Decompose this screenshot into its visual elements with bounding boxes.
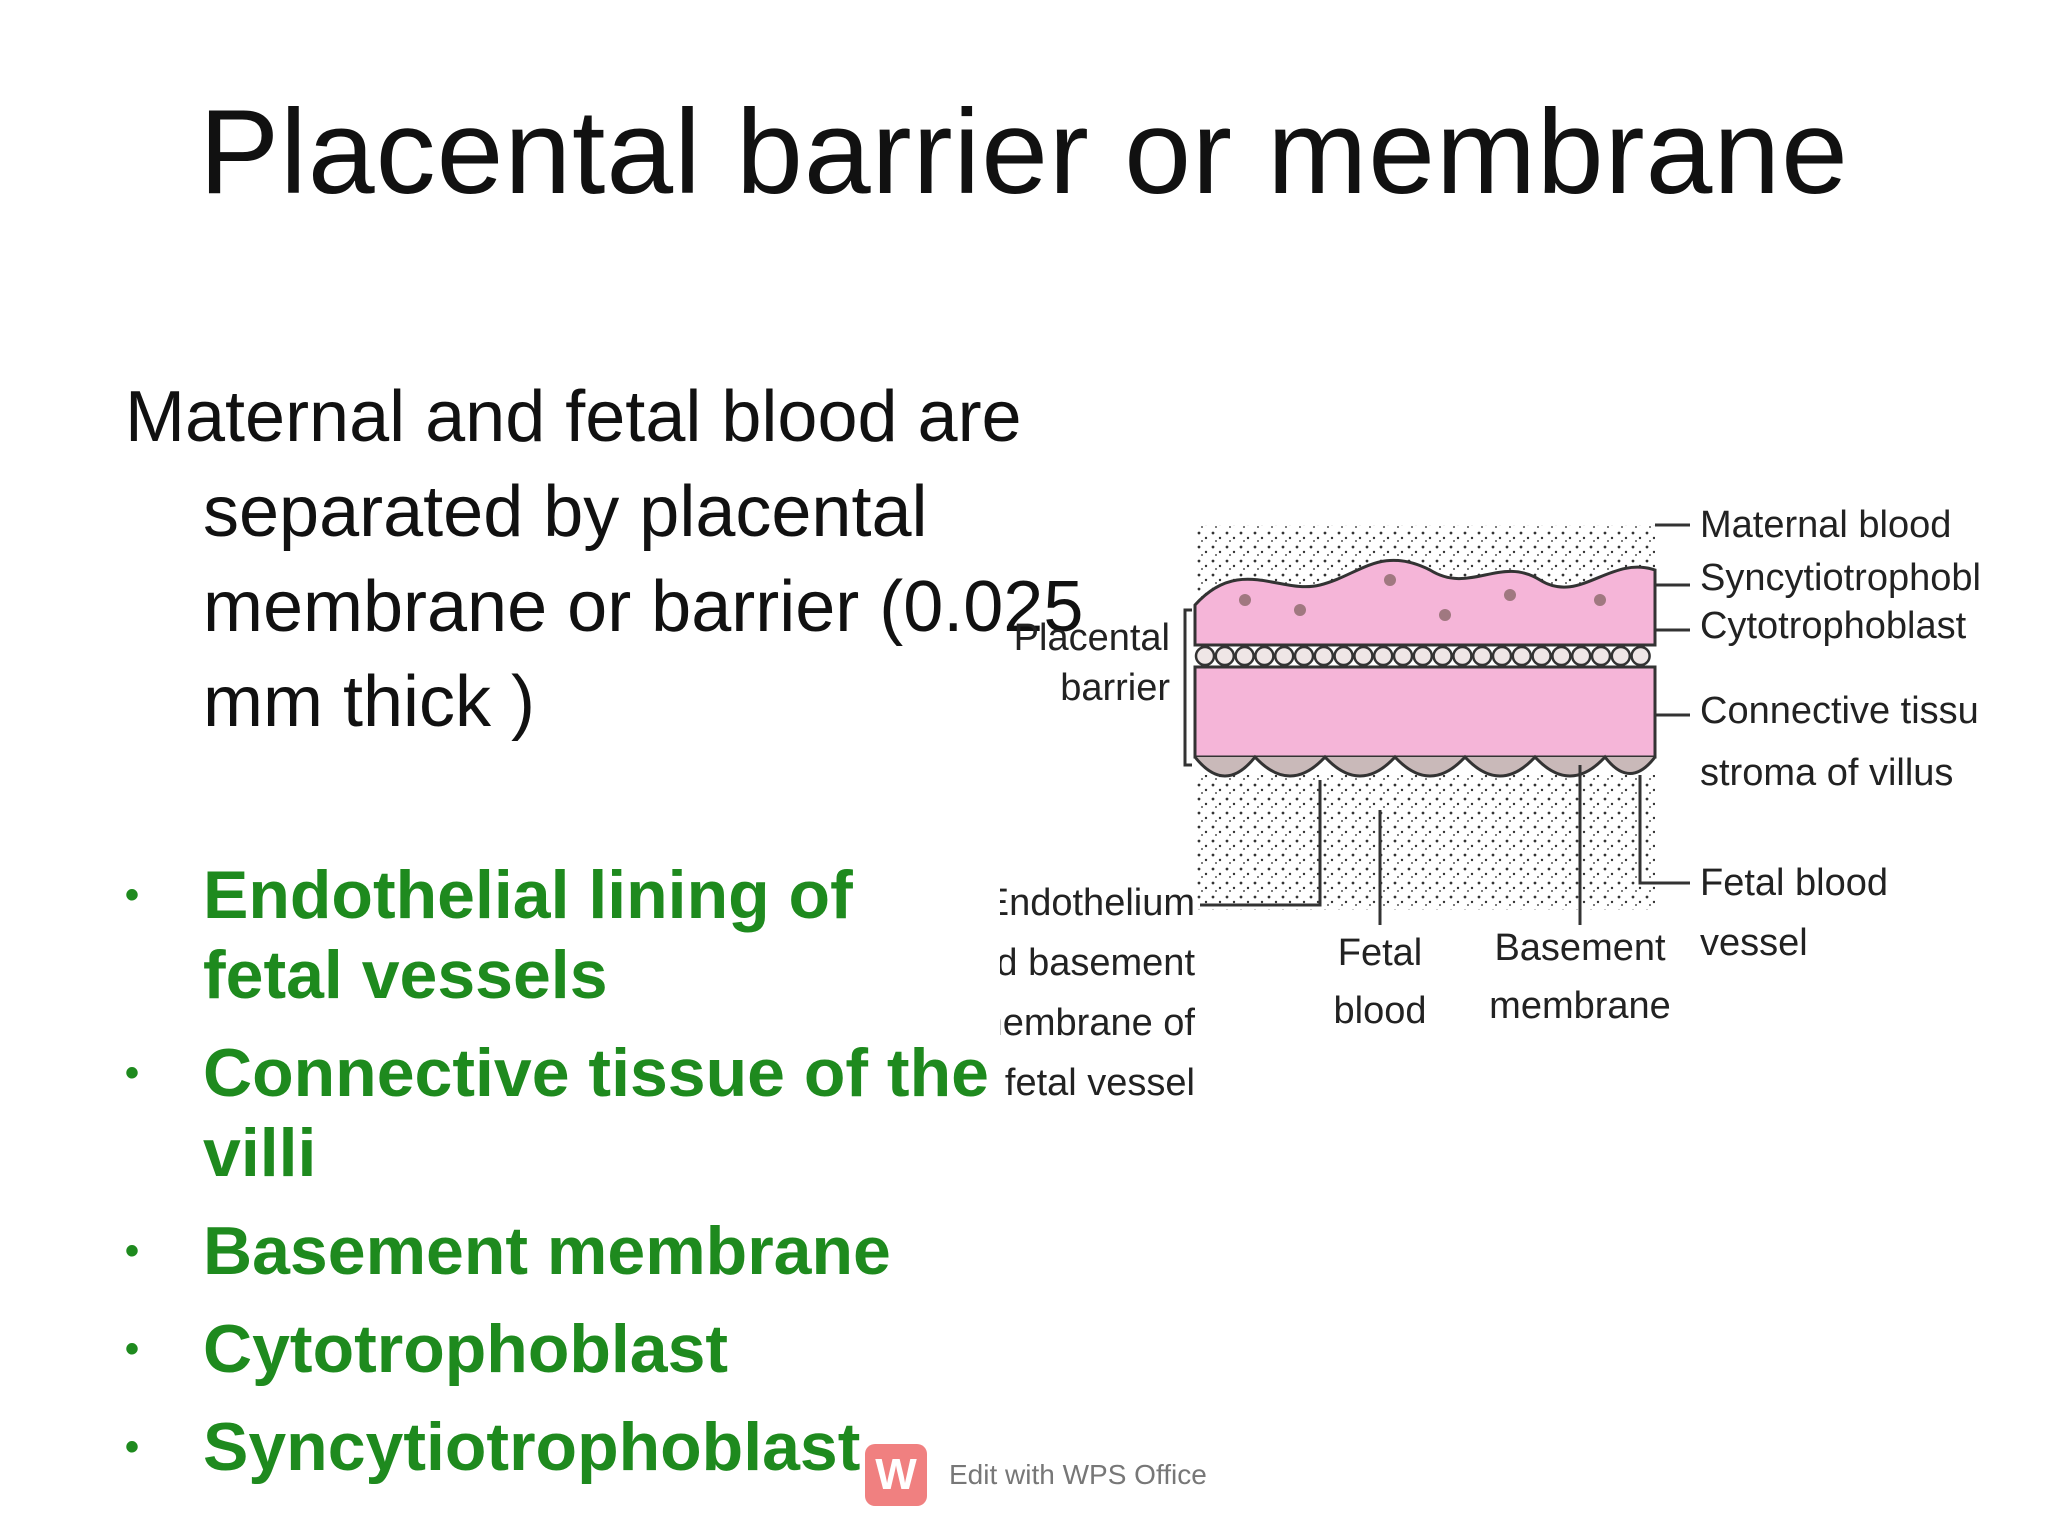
cytotrophoblast-cell xyxy=(1590,645,1612,667)
wps-logo-icon: W xyxy=(865,1444,927,1506)
bullet-icon: • xyxy=(125,1425,140,1469)
bullet-item: • Syncytiotrophoblast xyxy=(125,1407,1005,1487)
wps-watermark[interactable]: W Edit with WPS Office xyxy=(865,1440,1207,1510)
bullet-item: • Connective tissue of the villi xyxy=(125,1033,1005,1193)
intro-text: Maternal and fetal blood are separated b… xyxy=(125,377,1084,742)
bullet-icon: • xyxy=(125,1229,140,1273)
nucleus xyxy=(1504,589,1516,601)
bottom-label: membrane xyxy=(1489,985,1671,1027)
nucleus xyxy=(1294,604,1306,616)
cytotrophoblast-cell xyxy=(1471,645,1493,667)
leader-line xyxy=(1200,780,1322,907)
cytotrophoblast-cell xyxy=(1412,645,1434,667)
syncytiotrophoblast-layer xyxy=(1193,558,1657,647)
barrier-bracket xyxy=(1183,608,1192,767)
right-label: Fetal blood xyxy=(1700,862,1888,904)
cytotrophoblast-cell xyxy=(1313,645,1335,667)
bullet-icon: • xyxy=(125,1051,140,1095)
nucleus xyxy=(1439,609,1451,621)
leader-line xyxy=(1638,775,1690,885)
cytotrophoblast-cell xyxy=(1392,645,1414,667)
right-label: vessel xyxy=(1700,922,1808,964)
bullet-text: Syncytiotrophoblast xyxy=(203,1409,861,1485)
bottom-label: Fetal xyxy=(1338,932,1422,974)
cytotrophoblast-cell xyxy=(1531,645,1552,667)
bullet-list: • Endothelial lining of fetal vessels • Co… xyxy=(125,855,1005,1505)
fetal-blood-area xyxy=(1195,775,1655,910)
placental-barrier-diagram: Placental barrier Maternal blood Syncyti… xyxy=(1000,504,1980,1104)
cytotrophoblast-cell xyxy=(1214,645,1236,667)
bullet-text: Connective tissue of the villi xyxy=(203,1035,989,1191)
bottom-label: Basement xyxy=(1494,927,1666,969)
cytotrophoblast-cell xyxy=(1551,645,1572,667)
bottom-label: membrane of xyxy=(1000,1002,1195,1044)
cytotrophoblast-cell xyxy=(1491,645,1513,667)
cytotrophoblast-cell xyxy=(1452,645,1473,667)
right-label: Connective tissue xyxy=(1700,690,1980,732)
left-label: Placental xyxy=(1014,617,1170,659)
cytotrophoblast-cell xyxy=(1194,645,1216,667)
bottom-label: blood xyxy=(1334,990,1427,1032)
bullet-item: • Endothelial lining of fetal vessels xyxy=(125,855,1005,1015)
cytotrophoblast-cell xyxy=(1293,645,1315,667)
cytotrophoblast-cell xyxy=(1610,645,1632,667)
connective-tissue-layer xyxy=(1193,665,1657,759)
right-label: Maternal blood xyxy=(1700,504,1951,546)
cytotrophoblast-cell xyxy=(1353,645,1374,667)
wps-watermark-text: Edit with WPS Office xyxy=(949,1459,1207,1490)
right-label: Syncytiotrophoblast xyxy=(1700,557,1980,599)
cytotrophoblast-cell xyxy=(1372,645,1394,667)
bottom-label: Endothelium xyxy=(1000,882,1195,924)
bullet-icon: • xyxy=(125,873,140,917)
left-label: barrier xyxy=(1060,667,1170,709)
bullet-text: Cytotrophoblast xyxy=(203,1311,729,1387)
cytotrophoblast-cell xyxy=(1511,645,1533,667)
cytotrophoblast-cell xyxy=(1630,645,1651,667)
bullet-item: • Cytotrophoblast xyxy=(125,1309,1005,1389)
cytotrophoblast-cell xyxy=(1570,645,1592,667)
bullet-text: Basement membrane xyxy=(203,1213,891,1289)
bullet-text: Endothelial lining of fetal vessels xyxy=(203,857,853,1013)
bullet-icon: • xyxy=(125,1327,140,1371)
nucleus xyxy=(1384,574,1396,586)
endothelium-layer xyxy=(1193,754,1657,778)
right-label: Cytotrophoblast xyxy=(1700,605,1967,647)
nucleus xyxy=(1239,594,1251,606)
bottom-label: and basement xyxy=(1000,942,1195,984)
nucleus xyxy=(1594,594,1606,606)
bottom-label: fetal vessel xyxy=(1005,1062,1195,1104)
cytotrophoblast-cell xyxy=(1254,645,1275,667)
slide-title: Placental barrier or membrane xyxy=(199,85,1849,219)
bullet-item: • Basement membrane xyxy=(125,1211,1005,1291)
cytotrophoblast-row xyxy=(1194,645,1651,667)
cytotrophoblast-cell xyxy=(1234,645,1255,667)
right-label: stroma of villus xyxy=(1700,752,1953,794)
cytotrophoblast-cell xyxy=(1273,645,1295,667)
cytotrophoblast-cell xyxy=(1333,645,1354,667)
cytotrophoblast-cell xyxy=(1432,645,1453,667)
